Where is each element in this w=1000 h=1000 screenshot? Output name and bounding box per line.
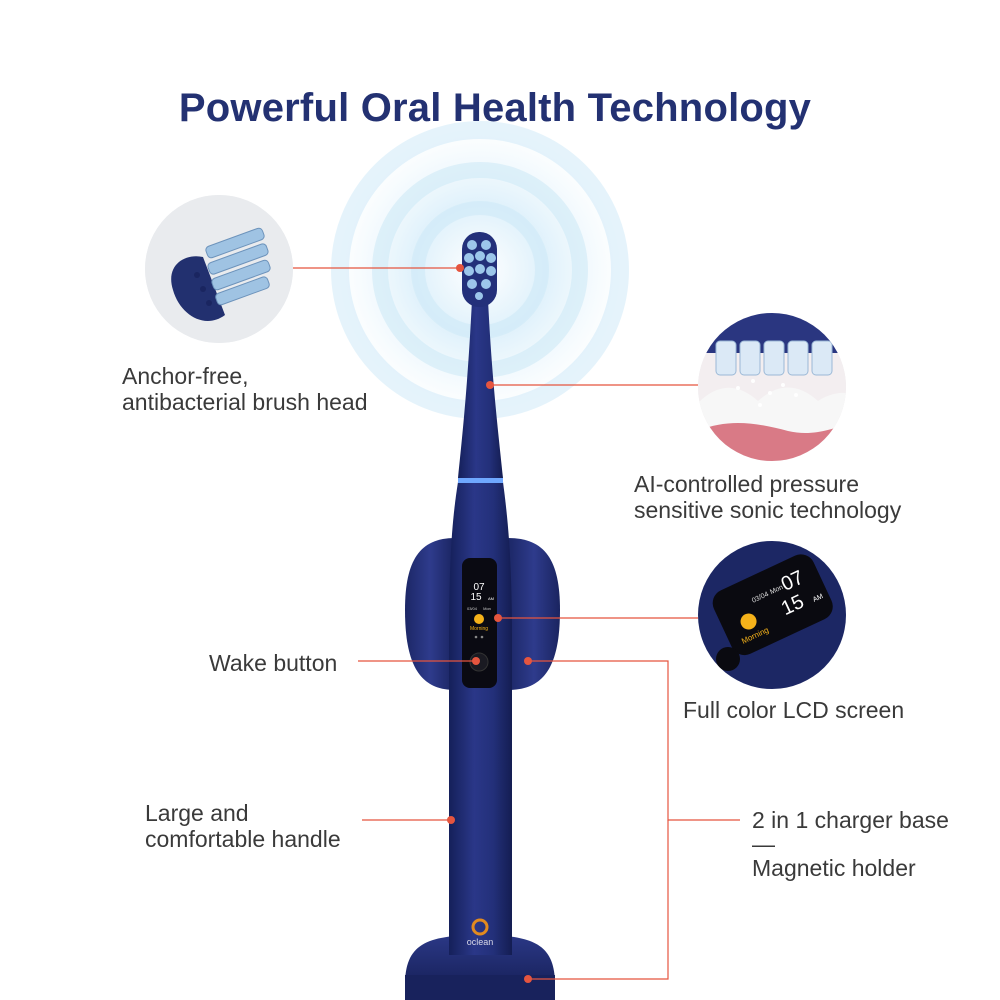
handle-lcd-screen: 07 15 AM 03/04 Mon Morning bbox=[462, 558, 497, 688]
lcd-date: 03/04 bbox=[467, 606, 478, 611]
label-sonic-technology: AI-controlled pressure sensitive sonic t… bbox=[634, 471, 902, 523]
label-handle: Large and comfortable handle bbox=[145, 800, 341, 852]
magnetic-holder bbox=[405, 538, 560, 690]
lcd-greeting: Morning bbox=[470, 626, 488, 632]
label-charger-base: 2 in 1 charger base — Magnetic holder bbox=[752, 807, 949, 881]
brush-neck bbox=[458, 232, 503, 478]
brush-head-closeup bbox=[145, 195, 293, 343]
lcd-hour: 07 bbox=[473, 582, 485, 593]
lcd-minute: 15 bbox=[470, 592, 482, 603]
label-brush-head: Anchor-free, antibacterial brush head bbox=[122, 363, 368, 415]
sun-icon bbox=[474, 614, 484, 624]
oclean-logo: oclean bbox=[467, 918, 494, 947]
charger-base bbox=[405, 935, 555, 1000]
lcd-screen-closeup: 07 15 AM 03/04 Mon Morning bbox=[698, 541, 846, 689]
leader-lines bbox=[275, 267, 740, 980]
leader-dots bbox=[447, 264, 532, 983]
svg-text:oclean: oclean bbox=[467, 937, 494, 947]
label-lcd-screen: Full color LCD screen bbox=[683, 697, 905, 723]
sonic-teeth-closeup bbox=[698, 313, 846, 461]
lcd-ampm: AM bbox=[488, 596, 494, 601]
lcd-day: Mon bbox=[483, 606, 491, 611]
svg-text:AM: AM bbox=[812, 593, 825, 604]
toothbrush-handle bbox=[449, 478, 512, 955]
label-wake-button: Wake button bbox=[209, 650, 338, 676]
